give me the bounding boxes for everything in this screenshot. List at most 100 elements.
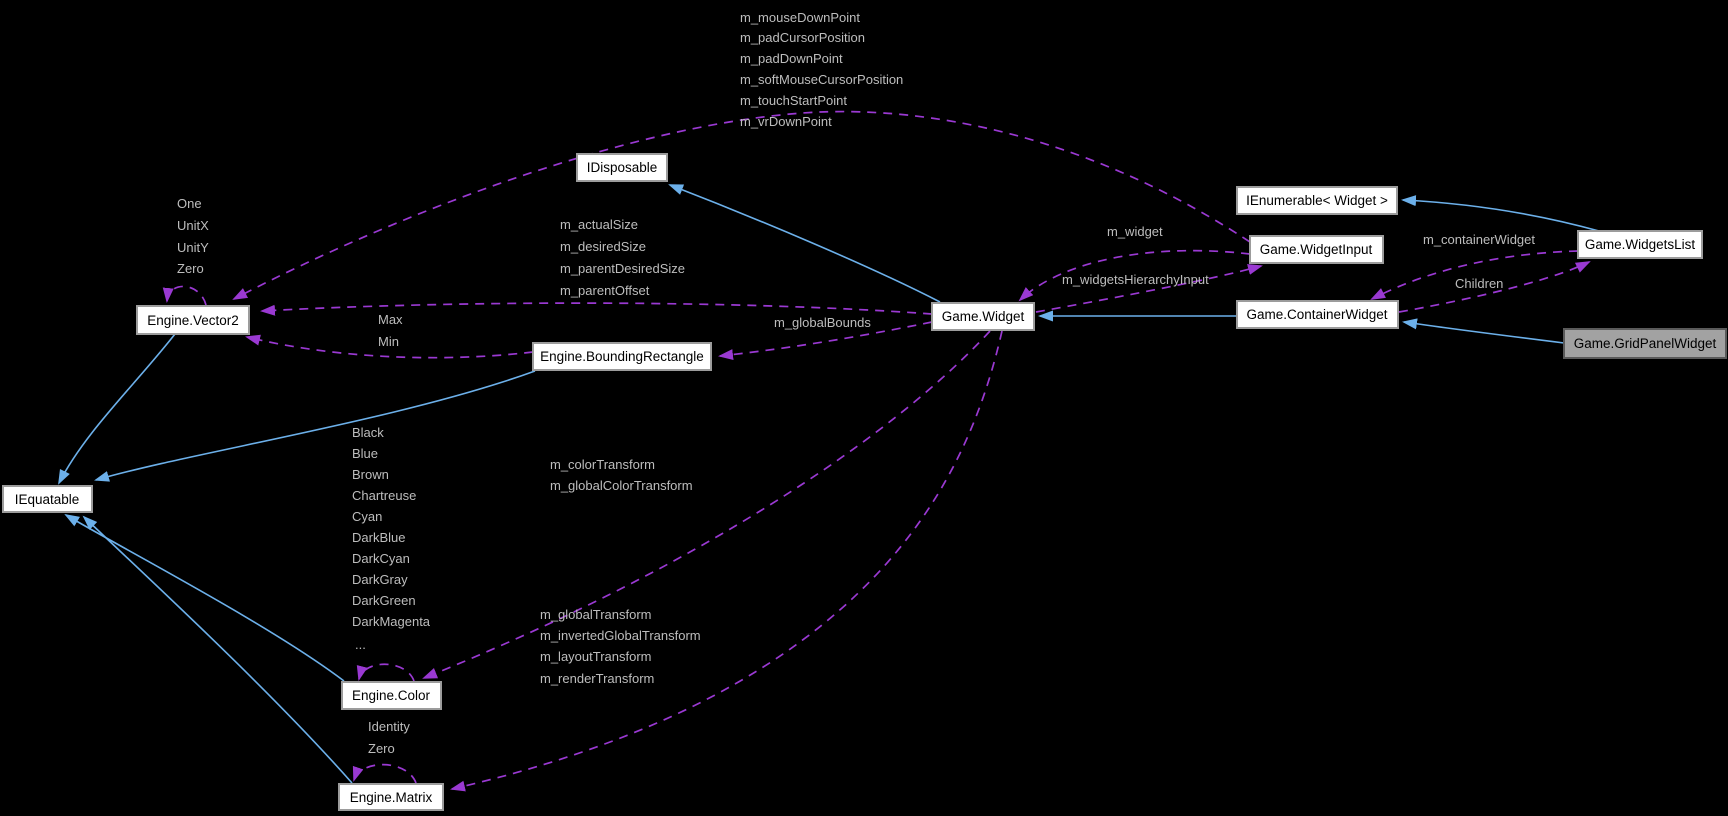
edge-field-label: Identity (368, 719, 410, 734)
edge-labels-widget-boundingrectangle: m_globalBounds (774, 315, 871, 330)
node-title: Game.ContainerWidget (1246, 307, 1387, 322)
node-box (2, 485, 93, 513)
edge-widget-to-idisposable (668, 184, 941, 303)
edge-labels-vector2-self: One UnitX UnitY Zero (177, 196, 209, 276)
edge-labels-widgetinput-vector2: m_mouseDownPoint m_padCursorPosition m_p… (740, 10, 903, 129)
edge-widget-to-widgetinput (1035, 264, 1263, 313)
edge-field-label: Children (1455, 276, 1503, 291)
node-engine-vector2[interactable]: Engine.Vector2 (136, 305, 250, 335)
node-title: IEnumerable< Widget > (1246, 193, 1388, 208)
edge-widgetinput-to-widget (1018, 249, 1251, 302)
node-box (1577, 230, 1703, 259)
edge-field-label: DarkBlue (352, 530, 405, 545)
node-idisposable[interactable]: IDisposable (576, 153, 668, 182)
edge-field-label: Max (378, 312, 403, 327)
node-box (1249, 235, 1384, 264)
edge-field-label: DarkCyan (352, 551, 410, 566)
edge-field-label: m_vrDownPoint (740, 114, 832, 129)
edge-widgetinput-to-vector2 (232, 110, 1251, 300)
edge-field-label: m_mouseDownPoint (740, 10, 860, 25)
edge-field-label: m_parentDesiredSize (560, 261, 685, 276)
edge-color-to-iequatable (64, 513, 345, 682)
edge-matrix-to-iequatable (82, 515, 353, 784)
node-game-widget[interactable]: Game.Widget (931, 302, 1035, 331)
edge-vector2-to-iequatable (58, 333, 176, 485)
edge-field-label: Blue (352, 446, 378, 461)
node-box (1236, 300, 1399, 329)
edge-widget-to-matrix (450, 330, 1003, 792)
node-title: Game.Widget (942, 309, 1025, 324)
edge-field-label: One (177, 196, 202, 211)
edge-field-label: m_colorTransform (550, 457, 655, 472)
node-engine-boundingrectangle[interactable]: Engine.BoundingRectangle (532, 342, 712, 371)
edge-labels-widget-color: m_colorTransform m_globalColorTransform (550, 457, 693, 493)
node-title: Engine.Vector2 (147, 313, 239, 328)
edge-labels-widgetslist-containerwidget: m_containerWidget (1423, 232, 1535, 247)
edge-field-label: m_globalColorTransform (550, 478, 693, 493)
edge-field-label: m_parentOffset (560, 283, 650, 298)
node-iequatable[interactable]: IEquatable (2, 485, 93, 513)
edge-field-label: Min (378, 334, 399, 349)
edge-widget-to-vector2 (260, 302, 933, 316)
edge-field-label: Zero (177, 261, 204, 276)
edge-field-label: m_widget (1107, 224, 1163, 239)
edge-labels-widget-matrix: m_globalTransform m_invertedGlobalTransf… (540, 607, 701, 686)
node-title: Game.WidgetsList (1585, 237, 1696, 252)
node-box (931, 302, 1035, 331)
node-title: Engine.Color (352, 688, 431, 703)
edge-field-label: m_padDownPoint (740, 51, 843, 66)
edge-field-label: Cyan (352, 509, 382, 524)
edge-field-label: DarkMagenta (352, 614, 431, 629)
edge-labels-color-self: Black Blue Brown Chartreuse Cyan DarkBlu… (352, 425, 431, 652)
node-title: Game.WidgetInput (1260, 242, 1373, 257)
node-ienumerable-widget[interactable]: IEnumerable< Widget > (1236, 186, 1398, 215)
edge-field-label: Black (352, 425, 384, 440)
edge-containerwidget-to-widgetslist (1398, 261, 1591, 313)
edge-field-label: m_touchStartPoint (740, 93, 847, 108)
edge-labels-widget-widgetinput: m_widgetsHierarchyInput (1062, 272, 1209, 287)
edge-gridpanelwidget-to-containerwidget (1402, 318, 1565, 344)
edge-field-label: m_softMouseCursorPosition (740, 72, 903, 87)
node-game-containerwidget[interactable]: Game.ContainerWidget (1236, 300, 1399, 329)
node-title: Game.GridPanelWidget (1574, 336, 1717, 351)
edge-field-label: DarkGray (352, 572, 408, 587)
edge-field-label: m_actualSize (560, 217, 638, 232)
node-engine-matrix[interactable]: Engine.Matrix (338, 783, 444, 811)
node-box (341, 681, 442, 710)
node-box (338, 783, 444, 811)
edge-field-label: m_desiredSize (560, 239, 646, 254)
edge-field-label: m_layoutTransform (540, 649, 652, 664)
node-game-gridpanelwidget: Game.GridPanelWidget (1563, 328, 1727, 359)
edge-vector2-self-loop (162, 285, 207, 306)
node-game-widgetinput[interactable]: Game.WidgetInput (1249, 235, 1384, 264)
edge-field-label: m_globalTransform (540, 607, 652, 622)
node-box (1236, 186, 1398, 215)
edge-field-label: m_globalBounds (774, 315, 871, 330)
edge-field-label: UnitX (177, 218, 209, 233)
edge-field-label: UnitY (177, 240, 209, 255)
edge-color-self-loop (356, 663, 415, 682)
edge-labels-boundingrectangle-vector2: Max Min (378, 312, 403, 349)
node-title: IDisposable (587, 160, 658, 175)
node-title: Engine.Matrix (350, 790, 433, 805)
node-box (1563, 328, 1727, 359)
edge-field-label: m_padCursorPosition (740, 30, 865, 45)
edge-labels-widget-vector2: m_actualSize m_desiredSize m_parentDesir… (560, 217, 685, 298)
edge-field-label: Zero (368, 741, 395, 756)
edge-field-label: m_renderTransform (540, 671, 654, 686)
edge-field-label: m_invertedGlobalTransform (540, 628, 701, 643)
edge-widgetslist-to-containerwidget (1370, 250, 1579, 300)
edge-field-label: Chartreuse (352, 488, 416, 503)
node-box (532, 342, 712, 371)
edge-matrix-self-loop (352, 763, 417, 784)
edge-widgetslist-to-ienumerable (1401, 195, 1600, 232)
node-title: IEquatable (15, 492, 80, 507)
edge-boundingrectangle-to-iequatable (94, 370, 536, 482)
usage-edges (162, 110, 1591, 792)
node-engine-color[interactable]: Engine.Color (341, 681, 442, 710)
edge-widget-to-color (422, 330, 991, 679)
node-game-widgetslist[interactable]: Game.WidgetsList (1577, 230, 1703, 259)
edge-field-label: DarkGreen (352, 593, 416, 608)
node-box (136, 305, 250, 335)
